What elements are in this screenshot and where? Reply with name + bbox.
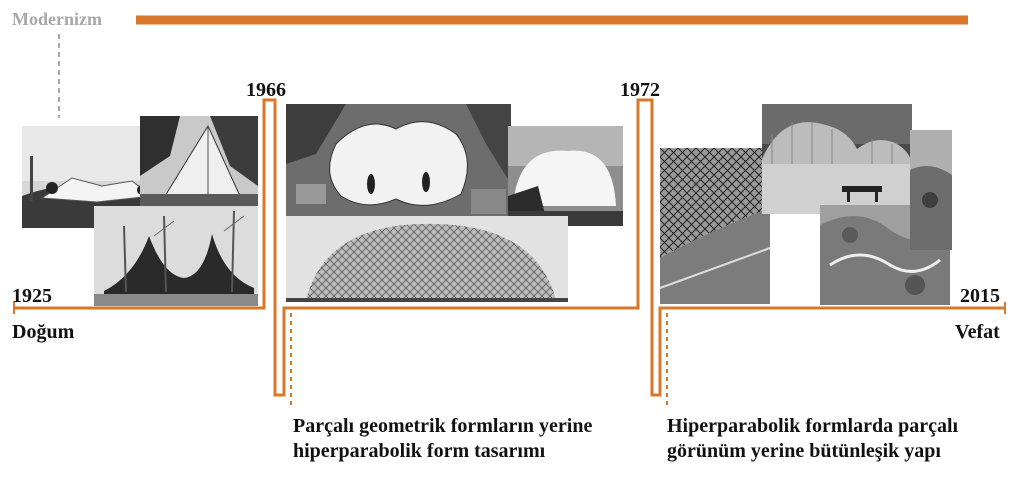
- year-1925: 1925: [12, 286, 52, 306]
- twin-peak-roof-photo: [94, 206, 258, 306]
- year-1972: 1972: [620, 80, 660, 100]
- gridshell-exterior-photo: [762, 104, 912, 214]
- hyperbolic-tent-aerial-photo: [286, 104, 511, 218]
- death-label: Vefat: [955, 322, 1000, 342]
- phase2-caption: Hiperparabolik formlarda parçalı görünüm…: [667, 414, 1012, 464]
- gridshell-interior-photo: [660, 148, 770, 304]
- year-2015: 2015: [960, 286, 1000, 306]
- phase1-caption: Parçalı geometrik formların yerine hiper…: [293, 414, 593, 464]
- birth-label: Doğum: [12, 322, 74, 342]
- landscape-strip-photo: [910, 130, 952, 250]
- lattice-dome-photo: [286, 216, 568, 302]
- modernism-label: Modernizm: [12, 10, 102, 28]
- sail-roof-photo: [140, 116, 258, 208]
- white-balloon-dome-photo: [508, 126, 623, 226]
- year-1966: 1966: [246, 80, 286, 100]
